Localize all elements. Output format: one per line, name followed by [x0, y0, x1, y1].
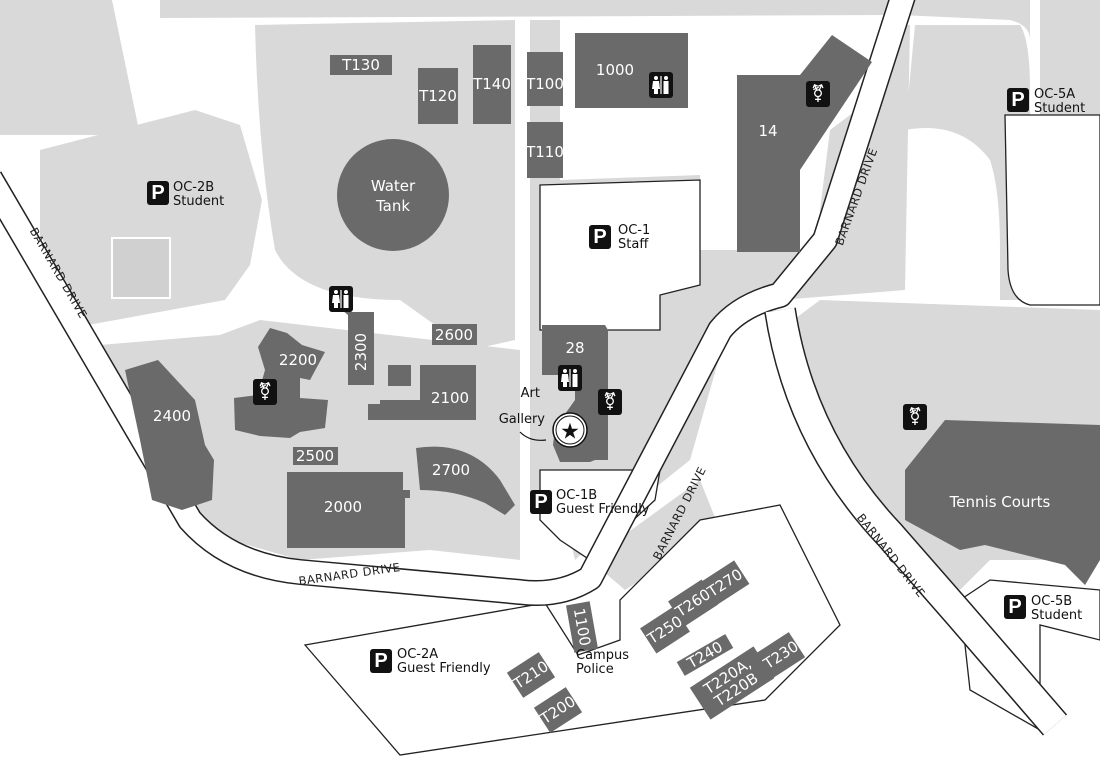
campus-police-label-1: Campus [576, 648, 629, 663]
campus-police-label-2: Police [576, 662, 614, 677]
parking-icon: P [593, 226, 606, 248]
parking-name: OC-2A [397, 647, 438, 662]
all-gender-glyph: ⚧ [908, 406, 922, 427]
water-tank-label-2[interactable]: Tank [375, 197, 410, 215]
parking-name: OC-2B [173, 180, 214, 195]
building-t120[interactable]: T120 [418, 87, 457, 105]
arrow-icon [519, 431, 547, 441]
building-2200[interactable]: 2200 [279, 351, 317, 369]
all-gender-glyph: ⚧ [258, 381, 272, 402]
parking-type: Staff [618, 237, 649, 252]
building-2300[interactable]: 2300 [352, 333, 370, 371]
parking-icon: P [151, 182, 164, 204]
all-gender-glyph: ⚧ [811, 83, 825, 104]
building-2500[interactable]: 2500 [296, 447, 334, 465]
art-gallery[interactable]: ★ Art Gallery [499, 386, 588, 448]
building-2100[interactable]: 2100 [431, 389, 469, 407]
all-gender-restroom-icon[interactable]: ⚧ [598, 389, 622, 415]
restroom-icon[interactable] [649, 72, 673, 98]
parking-oc1[interactable]: P OC-1 Staff [589, 223, 650, 252]
parking-name: OC-5B [1031, 594, 1072, 609]
art-gallery-label-1: Art [521, 386, 540, 401]
restroom-icon[interactable] [329, 286, 353, 312]
parking-oc5a[interactable]: P OC-5A Student [1007, 87, 1085, 116]
parking-name: OC-5A [1034, 87, 1075, 102]
building-t100[interactable]: T100 [525, 75, 564, 93]
parking-oc2b[interactable]: P OC-2B Student [147, 180, 224, 209]
parking-type: Student [1034, 101, 1085, 116]
building-28[interactable]: 28 [565, 339, 584, 357]
all-gender-restroom-icon[interactable]: ⚧ [903, 404, 927, 430]
parking-name: OC-1B [556, 488, 597, 503]
building-2600[interactable]: 2600 [435, 326, 473, 344]
parking-icon: P [1011, 89, 1024, 111]
parking-type: Guest Friendly [556, 502, 650, 517]
parking-oc1b[interactable]: P OC-1B Guest Friendly [530, 488, 650, 517]
water-tank-label-1[interactable]: Water [371, 177, 416, 195]
building-t110[interactable]: T110 [525, 143, 564, 161]
building-2400[interactable]: 2400 [153, 407, 191, 425]
building-14[interactable]: 14 [758, 122, 777, 140]
all-gender-restroom-icon[interactable]: ⚧ [806, 81, 830, 107]
art-gallery-label-2: Gallery [499, 412, 546, 427]
building-tennis-courts[interactable]: Tennis Courts [949, 493, 1051, 511]
parking-type: Student [1031, 608, 1082, 623]
building-2000[interactable]: 2000 [324, 498, 362, 516]
parking-type: Student [173, 194, 224, 209]
star-icon: ★ [560, 419, 580, 444]
building-t140[interactable]: T140 [472, 75, 511, 93]
building-t130[interactable]: T130 [341, 56, 380, 74]
restroom-icon[interactable] [558, 365, 582, 391]
parking-icon: P [1008, 596, 1021, 618]
building-2700[interactable]: 2700 [432, 461, 470, 479]
parking-oc2a[interactable]: P OC-2A Guest Friendly [370, 647, 491, 676]
building-1000[interactable]: 1000 [596, 61, 634, 79]
all-gender-restroom-icon[interactable]: ⚧ [253, 379, 277, 405]
barnard-drive [0, 0, 1068, 736]
parking-type: Guest Friendly [397, 661, 491, 676]
parking-icon: P [534, 491, 547, 513]
all-gender-glyph: ⚧ [603, 391, 617, 412]
parking-icon: P [374, 650, 387, 672]
parking-oc5b[interactable]: P OC-5B Student [1004, 594, 1082, 623]
parking-name: OC-1 [618, 223, 650, 238]
